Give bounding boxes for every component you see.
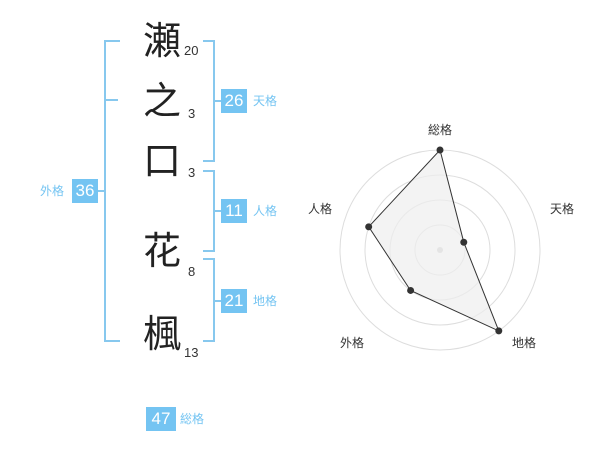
name-char-1: 瀬 <box>142 19 181 63</box>
name-char-2: 之 <box>142 79 181 123</box>
name-char-3: 口 <box>142 139 181 183</box>
radar-point-2 <box>495 327 503 335</box>
outer-bracket-mid-tick <box>104 99 118 101</box>
chikaku-label: 地格 <box>253 294 278 308</box>
radar-point-4 <box>365 223 373 231</box>
name-char-5: 楓 <box>142 312 181 356</box>
tenkaku-value: 26 <box>221 89 247 113</box>
jinkaku-label: 人格 <box>253 204 278 218</box>
gaikaku-label: 外格 <box>40 184 65 198</box>
radar-point-1 <box>460 238 468 246</box>
gaikaku-value: 36 <box>72 179 98 203</box>
soukaku-label: 総格 <box>180 412 205 426</box>
chikaku-value: 21 <box>221 289 247 313</box>
name-char-4: 花 <box>142 229 181 273</box>
soukaku-value: 47 <box>146 407 176 431</box>
stroke-count-4: 8 <box>188 264 196 279</box>
radar-points <box>365 146 503 335</box>
radar-axis-label-jinkaku: 人格 <box>308 201 332 216</box>
stroke-count-1: 20 <box>184 43 199 58</box>
radar-axis-label-gaikaku: 外格 <box>340 335 364 350</box>
tenkaku-label: 天格 <box>253 94 278 108</box>
radar-point-3 <box>407 286 415 294</box>
tenkaku-connector <box>213 100 221 102</box>
radar-area <box>368 148 500 332</box>
chikaku-connector <box>213 300 221 302</box>
jinkaku-connector <box>213 210 221 212</box>
radar-point-0 <box>436 146 444 154</box>
radar-axis-label-soukaku: 総格 <box>428 122 452 137</box>
radar-axis-label-tenkaku: 天格 <box>550 201 574 216</box>
stroke-count-3: 3 <box>188 165 196 180</box>
stroke-count-5: 13 <box>184 345 199 360</box>
jinkaku-value: 11 <box>221 199 247 223</box>
stroke-count-2: 3 <box>188 106 196 121</box>
radar-axis-label-chikaku: 地格 <box>512 335 536 350</box>
gaikaku-connector <box>98 190 106 192</box>
